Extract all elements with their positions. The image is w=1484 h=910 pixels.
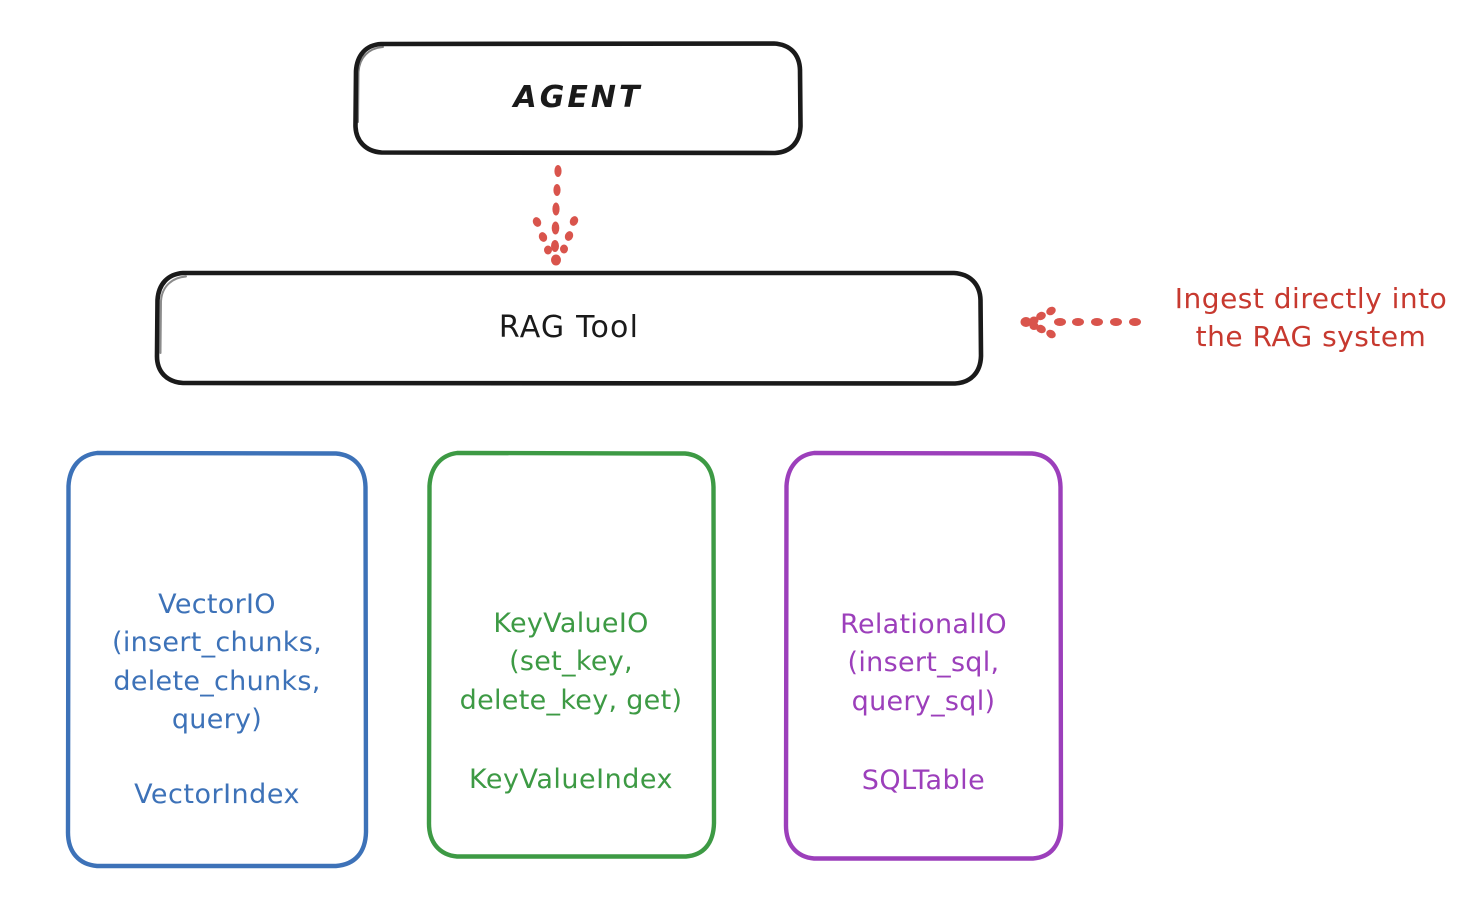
- node-vector-io-api-label: VectorIO (insert_chunks, delete_chunks, …: [112, 588, 322, 735]
- node-relational-io[interactable]: RelationalIO (insert_sql, query_sql) SQL…: [786, 452, 1061, 858]
- node-rag-tool[interactable]: RAG Tool: [157, 272, 981, 383]
- node-rag-tool-label: RAG Tool: [498, 309, 640, 345]
- annotation-ingest-directly: Ingest directly into the RAG system: [1174, 282, 1448, 353]
- node-key-value-io[interactable]: KeyValueIO (set_key, delete_key, get) Ke…: [428, 452, 714, 856]
- node-agent-label: AGENT: [513, 80, 643, 116]
- node-relational-io-api-label: RelationalIO (insert_sql, query_sql): [840, 609, 1007, 717]
- node-relational-io-index-label: SQLTable: [861, 764, 986, 796]
- connector-agent-to-rag-tool: [532, 165, 579, 266]
- node-vector-io-body: VectorIO (insert_chunks, delete_chunks, …: [68, 508, 366, 810]
- node-key-value-io-index-label: KeyValueIndex: [469, 763, 673, 795]
- node-relational-io-body: RelationalIO (insert_sql, query_sql) SQL…: [786, 514, 1061, 796]
- vector-io-box-outline: [65, 450, 369, 869]
- key-value-io-box-outline: [426, 450, 717, 859]
- node-key-value-io-api-label: KeyValueIO (set_key, delete_key, get): [459, 608, 683, 716]
- node-vector-io-index-label: VectorIndex: [134, 779, 300, 811]
- node-vector-io[interactable]: VectorIO (insert_chunks, delete_chunks, …: [68, 452, 366, 866]
- node-key-value-io-body: KeyValueIO (set_key, delete_key, get) Ke…: [428, 513, 714, 795]
- connector-ingest-to-rag-tool: [1020, 306, 1141, 339]
- node-agent[interactable]: AGENT: [355, 42, 801, 154]
- relational-io-box-outline: [783, 450, 1064, 861]
